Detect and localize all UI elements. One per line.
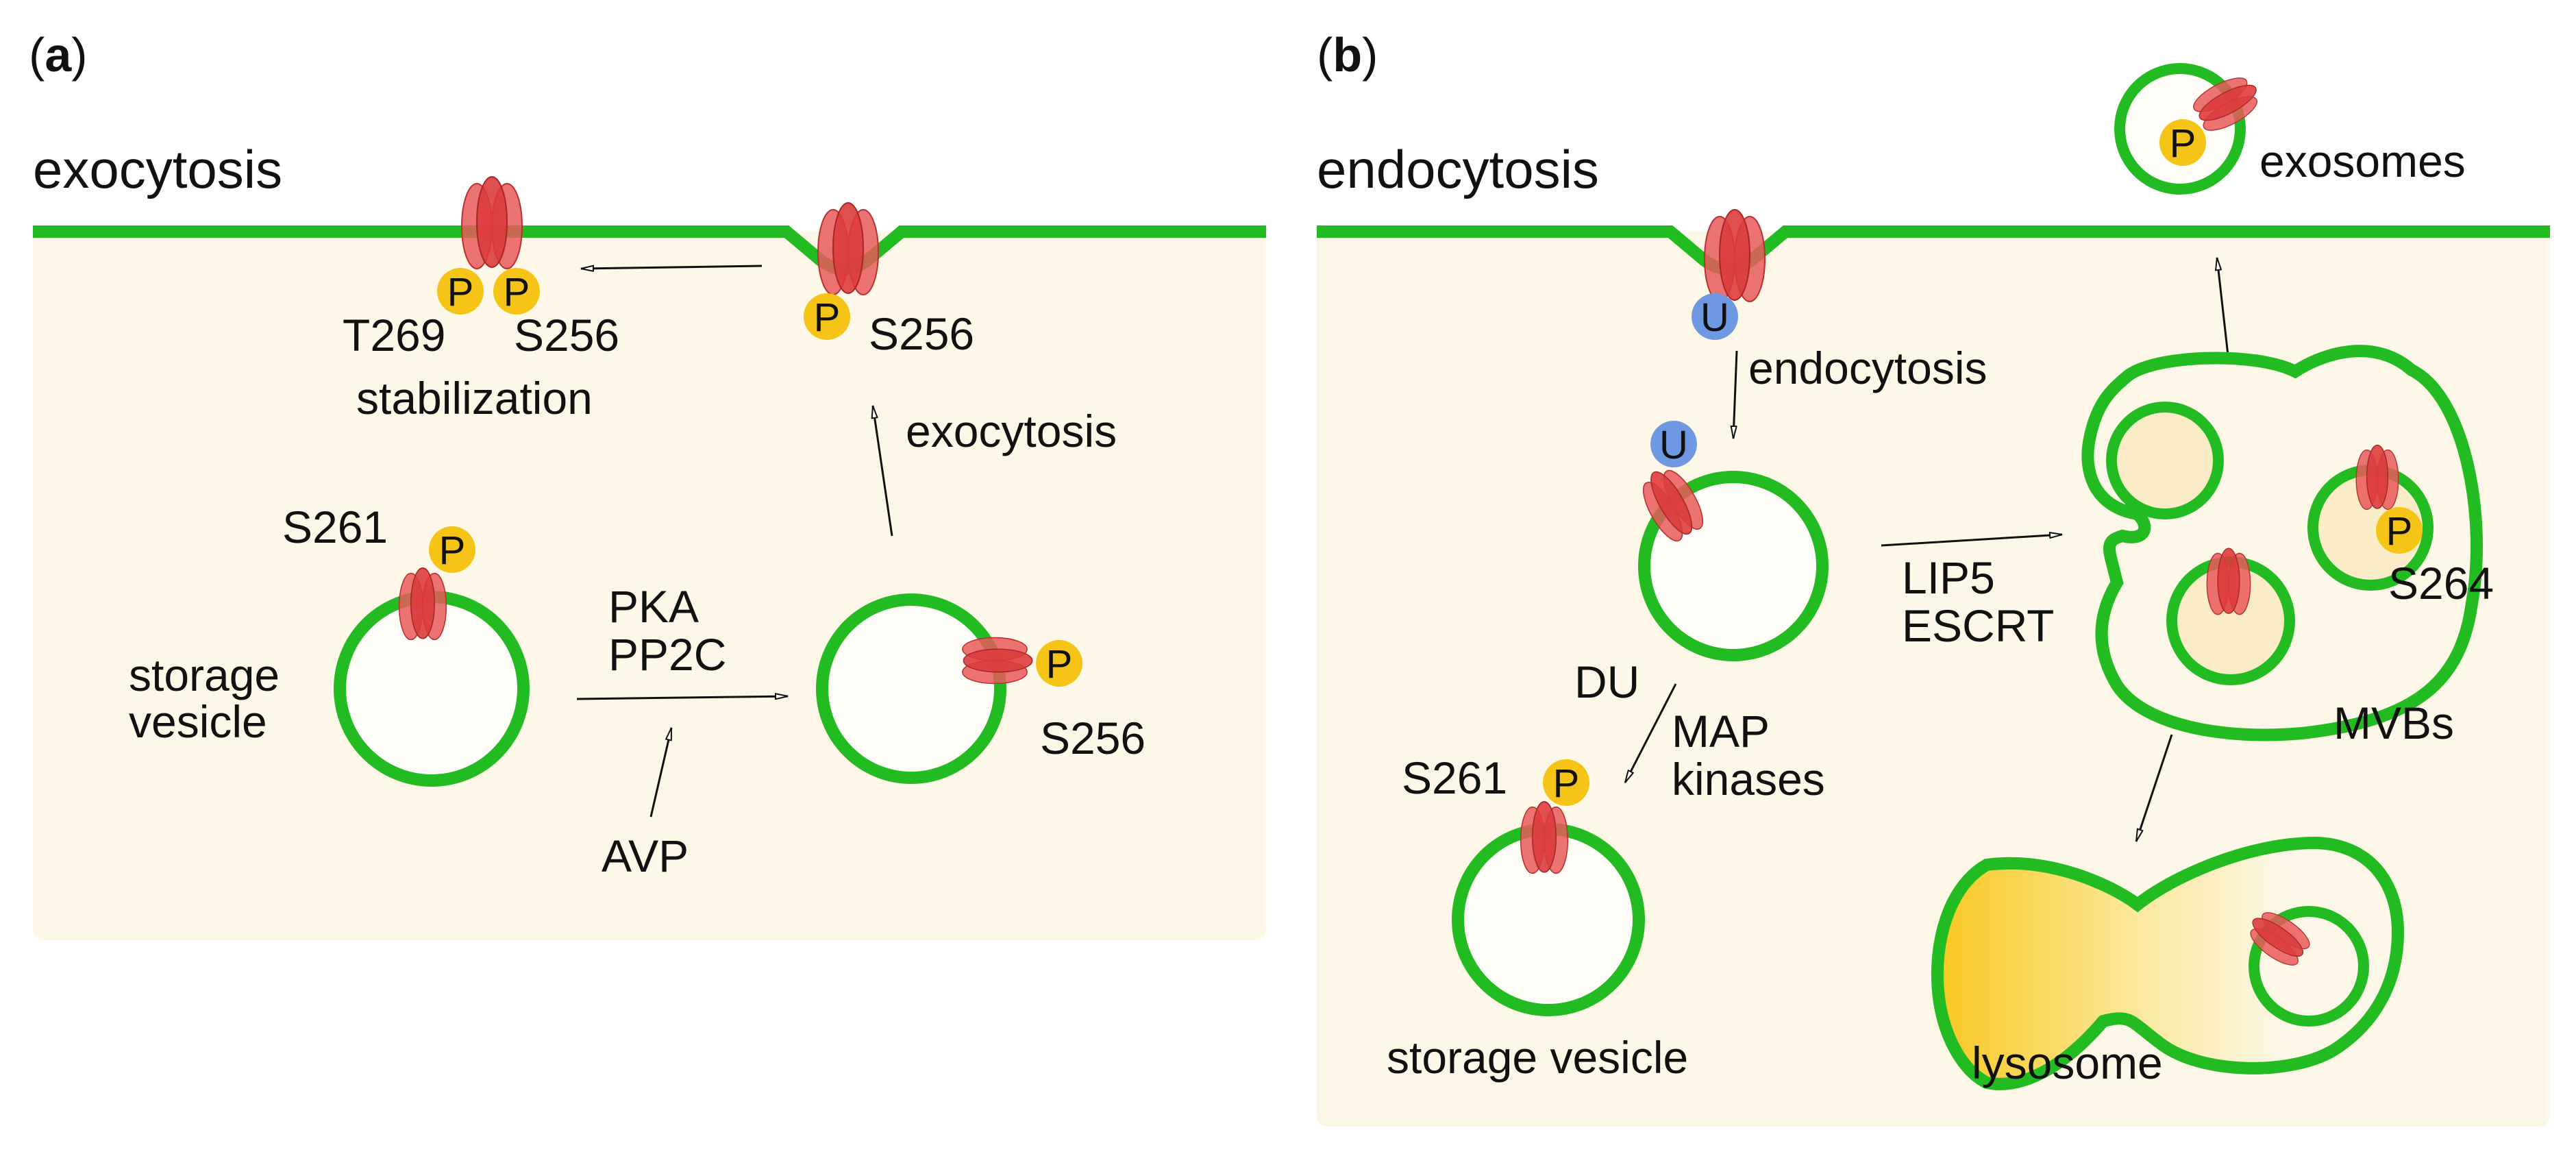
panel-a: (a) exocytosis P P T269 S256 stabilizati…	[29, 28, 1266, 940]
label-map: MAP	[1672, 706, 1770, 757]
svg-text:P: P	[1553, 761, 1580, 806]
lysosome	[1931, 836, 2405, 1090]
phospho-badge-t269: P	[437, 268, 484, 315]
label-s256-membrane: S256	[514, 310, 619, 360]
arrow-avp	[649, 728, 673, 818]
phospho-badge-s261-b: P	[1543, 759, 1589, 806]
panel-a-title: exocytosis	[33, 139, 282, 199]
label-s256-vesicle: S256	[1040, 713, 1145, 763]
label-storage: storage	[129, 650, 280, 700]
channel-intraluminal-right	[2355, 444, 2399, 511]
arrow-endocytosis	[1733, 350, 1738, 439]
label-s256-fused: S256	[869, 308, 974, 359]
label-escrt: ESCRT	[1902, 600, 2055, 651]
panel-b-letter: (b)	[1317, 28, 1378, 82]
label-s261-b: S261	[1402, 752, 1507, 803]
phospho-badge-s256-fused: P	[804, 293, 850, 340]
label-exocytosis-arrow: exocytosis	[906, 406, 1117, 456]
label-du: DU	[1574, 656, 1639, 707]
arrow-to-stabilization	[581, 265, 763, 269]
label-lysosome: lysosome	[1972, 1038, 2163, 1088]
label-storage-vesicle: storage vesicle	[1387, 1032, 1688, 1083]
label-endocytosis-arrow: endocytosis	[1748, 343, 1987, 393]
panel-b-title: endocytosis	[1317, 139, 1599, 199]
channel-membrane-stabilized	[461, 176, 523, 269]
label-exosomes: exosomes	[2259, 136, 2466, 186]
arrow-du-map-kinases	[1624, 683, 1677, 783]
ubiquitin-badge-membrane: U	[1692, 293, 1738, 340]
svg-text:P: P	[2386, 509, 2413, 554]
label-t269: T269	[343, 310, 445, 360]
svg-text:P: P	[447, 270, 474, 315]
phospho-badge-s256-vesicle: P	[1036, 640, 1082, 687]
label-lip5: LIP5	[1902, 552, 1995, 603]
panel-b: (b) endocytosis U endocytosis U LIP5 ESC…	[1317, 28, 2550, 1127]
svg-text:P: P	[1046, 642, 1073, 687]
channel-internalizing	[1704, 209, 1766, 302]
label-pka: PKA	[608, 581, 699, 632]
phosphorylated-vesicle-a	[816, 593, 1006, 784]
channel-storage-vesicle-a	[398, 567, 447, 641]
channel-intraluminal-center	[2206, 548, 2251, 615]
label-pp2c: PP2C	[608, 629, 726, 680]
phospho-badge-exosome: P	[2159, 119, 2206, 166]
label-stabilization: stabilization	[356, 373, 593, 423]
label-vesicle: vesicle	[129, 696, 267, 747]
svg-text:P: P	[2170, 121, 2196, 166]
panel-a-letter: (a)	[29, 28, 88, 82]
channel-fusing	[817, 202, 879, 295]
phospho-badge-s261-a: P	[429, 526, 475, 573]
svg-text:P: P	[504, 270, 530, 315]
label-kinases: kinases	[1672, 754, 1825, 805]
phospho-badge-s264: P	[2376, 507, 2423, 554]
svg-text:P: P	[814, 295, 841, 340]
phospho-badge-s256-membrane: P	[493, 268, 540, 315]
intraluminal-vesicle-empty	[2106, 402, 2224, 519]
svg-text:P: P	[439, 528, 466, 573]
arrow-to-exosomes	[2217, 258, 2231, 368]
arrow-exocytosis	[873, 406, 893, 537]
label-mvbs: MVBs	[2333, 698, 2454, 748]
svg-text:U: U	[1700, 295, 1729, 340]
svg-text:U: U	[1659, 423, 1688, 467]
label-avp: AVP	[602, 831, 689, 881]
arrow-to-lysosome	[2135, 734, 2173, 842]
ubiquitin-badge-vesicle: U	[1650, 421, 1697, 467]
arrow-pka-pp2c	[576, 696, 788, 700]
label-s261-a: S261	[282, 502, 388, 552]
arrow-lip5-escrt	[1881, 535, 2062, 547]
label-s264: S264	[2388, 558, 2494, 609]
channel-phosphorylated-vesicle	[962, 637, 1033, 685]
channel-storage-vesicle-b	[1520, 801, 1569, 874]
